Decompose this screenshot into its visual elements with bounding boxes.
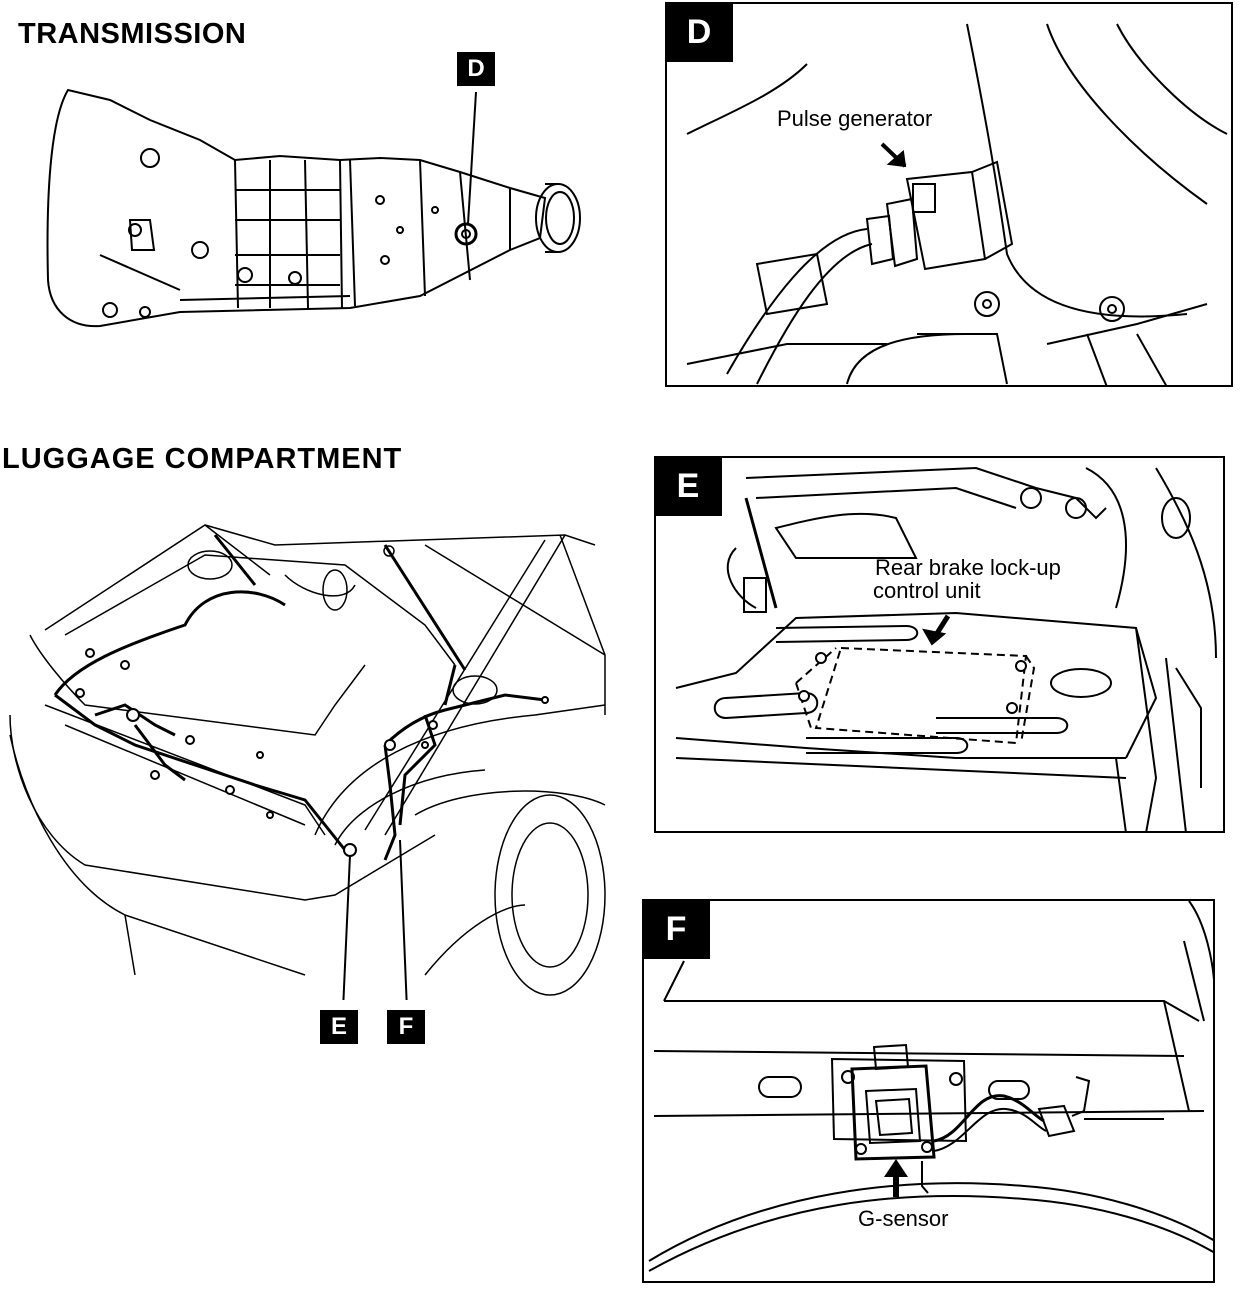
section-title-luggage-compartment: LUGGAGE COMPARTMENT xyxy=(2,443,403,475)
ref-badge-d: D xyxy=(457,52,495,86)
luggage-compartment-illustration xyxy=(9,524,606,1000)
panel-badge-d: D xyxy=(667,4,733,62)
control-unit-illustration xyxy=(675,466,1217,831)
ref-badge-f: F xyxy=(387,1010,425,1044)
panel-badge-e: E xyxy=(656,458,722,516)
callout-g-sensor: G-sensor xyxy=(858,1206,949,1231)
panel-d-pulse-generator: D xyxy=(665,2,1233,387)
callout-control-unit: control unit xyxy=(873,578,981,603)
ref-badge-e: E xyxy=(320,1010,358,1044)
pulse-generator-illustration xyxy=(686,23,1228,385)
panel-f-g-sensor: F xyxy=(642,899,1215,1283)
section-title-transmission: TRANSMISSION xyxy=(18,18,247,50)
transmission-illustration xyxy=(46,88,581,328)
callout-pulse-generator: Pulse generator xyxy=(775,106,935,131)
panel-e-rear-brake-lock-up-control-unit: E xyxy=(654,456,1225,833)
g-sensor-illustration xyxy=(648,901,1213,1272)
panel-badge-f: F xyxy=(644,901,710,959)
callout-rear-brake-lock-up: Rear brake lock-up xyxy=(875,555,1061,580)
